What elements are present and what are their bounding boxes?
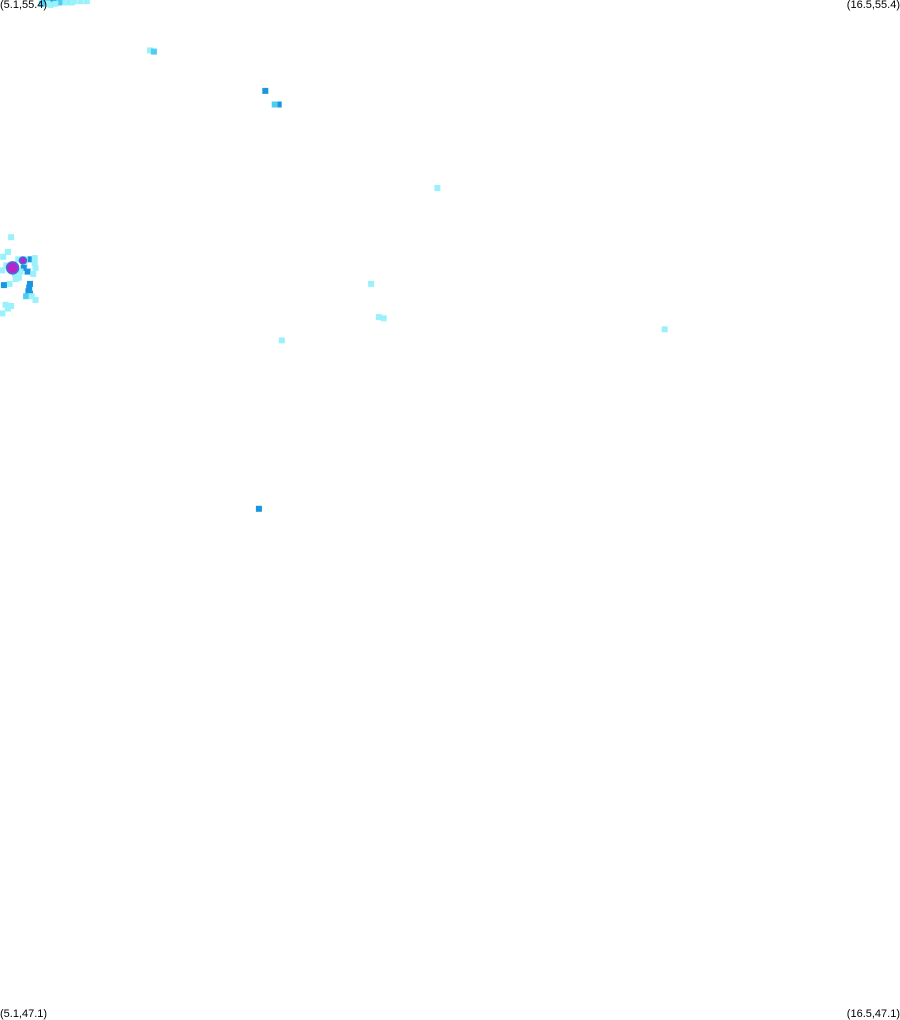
corner-label-top-right: (16.5,55.4): [846, 0, 900, 11]
density-point: [368, 280, 375, 287]
density-point: [375, 314, 382, 321]
highlight-markers-layer: [5, 256, 28, 275]
density-point: [31, 260, 38, 266]
density-point: [15, 274, 22, 281]
highlight-marker[interactable]: [5, 261, 20, 275]
density-point: [32, 264, 39, 271]
density-point: [62, 0, 69, 6]
density-point: [77, 0, 84, 5]
density-point: [24, 268, 31, 275]
density-point: [68, 0, 75, 6]
density-point: [23, 293, 30, 300]
density-point: [27, 280, 33, 287]
density-point: [434, 185, 441, 191]
density-point: [20, 264, 27, 271]
density-point: [65, 0, 72, 5]
density-point: [47, 1, 54, 8]
density-point: [27, 256, 34, 263]
density-point: [4, 305, 11, 312]
density-point: [26, 284, 33, 291]
density-point: [661, 326, 668, 333]
density-point: [12, 276, 19, 282]
density-point: [275, 101, 282, 108]
corner-label-bottom-left: (5.1,47.1): [0, 1008, 48, 1020]
density-point: [4, 248, 11, 255]
density-point: [278, 337, 285, 344]
density-point: [262, 87, 269, 94]
density-point: [255, 505, 262, 512]
density-point: [56, 0, 63, 6]
highlight-marker[interactable]: [18, 256, 28, 265]
density-point: [0, 267, 6, 274]
density-point: [15, 256, 22, 263]
density-point: [52, 0, 59, 7]
density-point: [83, 0, 90, 5]
density-point: [3, 262, 10, 269]
corner-label-top-left: (5.1,55.4): [0, 0, 48, 11]
density-point: [150, 48, 157, 55]
density-point: [6, 280, 13, 287]
density-point: [0, 310, 6, 317]
density-point: [32, 296, 39, 303]
density-point: [28, 293, 35, 300]
density-point: [147, 47, 153, 54]
density-point: [38, 0, 45, 7]
density-point: [30, 271, 37, 277]
density-point: [8, 234, 15, 241]
density-point: [31, 255, 38, 262]
density-point: [0, 253, 7, 260]
density-point: [2, 301, 9, 308]
density-point: [0, 282, 7, 289]
density-point: [59, 0, 66, 5]
corner-label-bottom-right: (16.5,47.1): [846, 1008, 900, 1020]
density-point: [8, 303, 15, 309]
density-point: [271, 101, 278, 108]
density-point: [380, 315, 387, 322]
density-point: [17, 268, 24, 275]
